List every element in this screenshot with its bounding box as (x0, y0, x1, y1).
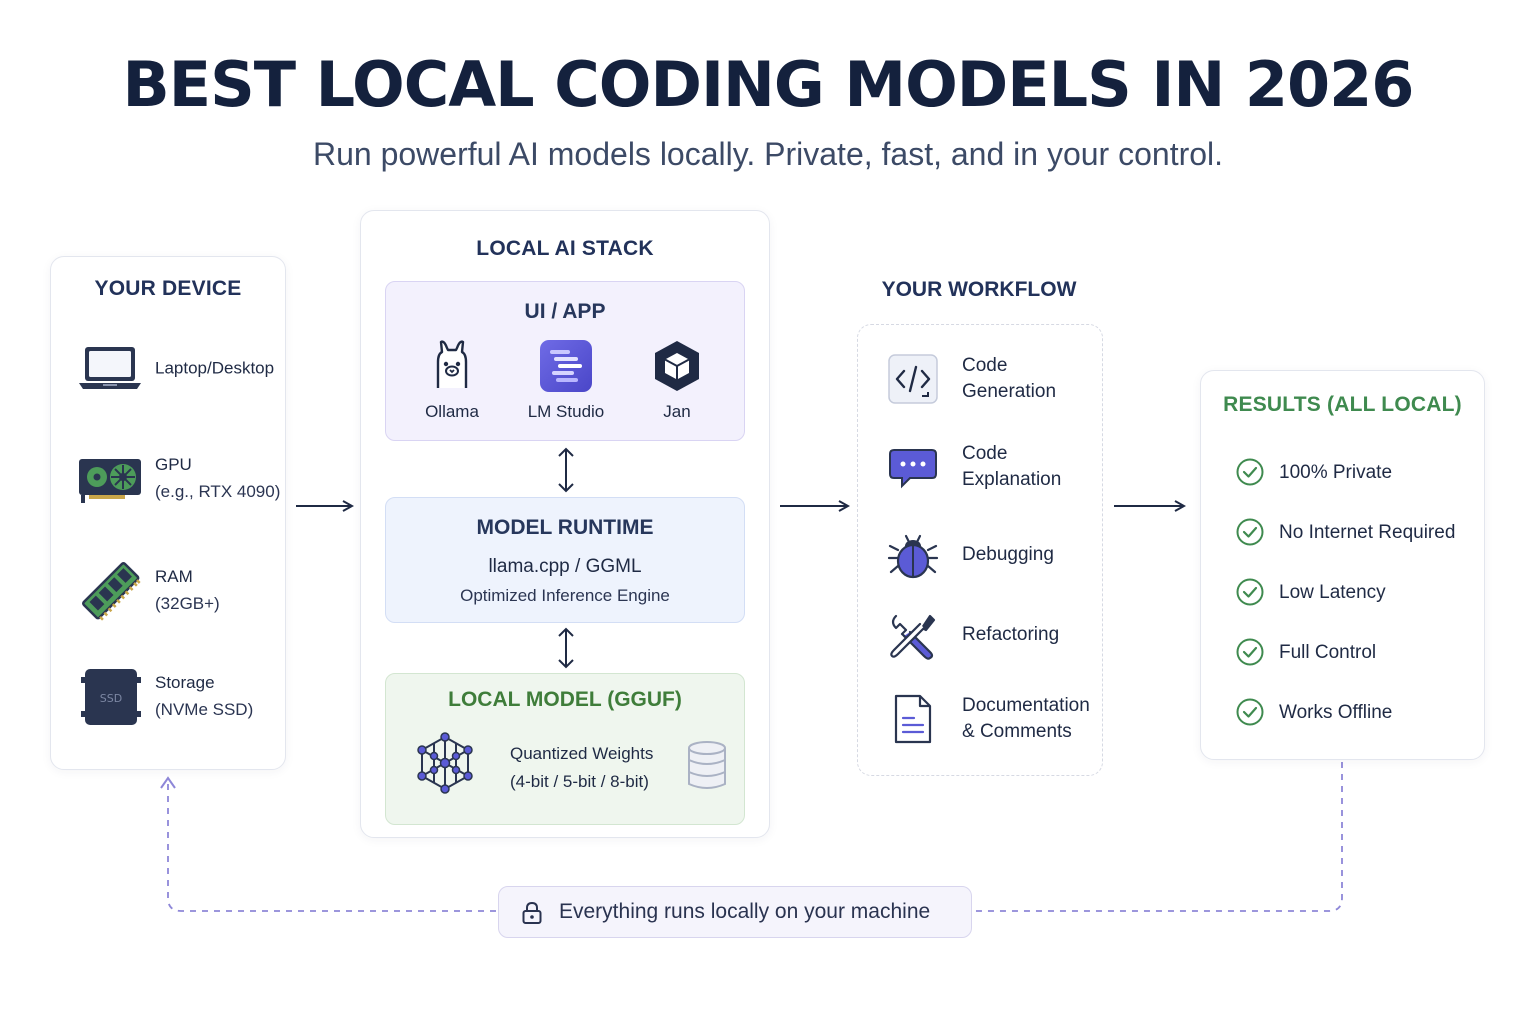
workflow-item-documentation: Documentation & Comments (886, 689, 1116, 749)
dashed-loop-left (167, 780, 496, 912)
document-icon (894, 694, 932, 744)
app-label: LM Studio (527, 402, 605, 421)
app-lm-studio: LM Studio (511, 338, 621, 422)
workflow-item-line1: Code (962, 443, 1008, 464)
result-item-label: Full Control (1279, 642, 1377, 663)
app-ollama: Ollama (397, 338, 507, 422)
ui-app-heading: UI / APP (524, 300, 606, 323)
footer-pill: Everything runs locally on your machine (498, 886, 972, 938)
stack-heading: LOCAL AI STACK (476, 237, 654, 260)
dashed-loop-right (974, 762, 1343, 912)
jan-cube-icon (655, 341, 699, 391)
workflow-item-line2: & Comments (962, 721, 1072, 742)
device-item-text: Laptop/Desktop (155, 355, 274, 382)
device-item-label: Storage (155, 673, 215, 692)
double-arrow-runtime-model (558, 627, 574, 669)
neural-network-icon (417, 732, 473, 794)
runtime-engine-desc: Optimized Inference Engine (460, 586, 670, 605)
workflow-item-line2: Explanation (962, 469, 1062, 490)
result-item: Full Control (1235, 637, 1495, 669)
ui-app-box: UI / APP Ollama (385, 281, 745, 441)
model-weights-detail: (4-bit / 5-bit / 8-bit) (510, 772, 649, 791)
check-circle-icon (1236, 578, 1264, 606)
model-runtime-box: MODEL RUNTIME llama.cpp / GGML Optimized… (385, 497, 745, 623)
runtime-engine-name: llama.cpp / GGML (488, 556, 642, 577)
ollama-llama-icon (436, 340, 468, 388)
app-label: Jan (663, 402, 691, 421)
device-item-label: GPU (155, 455, 192, 474)
result-item: Works Offline (1235, 697, 1495, 729)
device-panel: YOUR DEVICE Laptop/Desktop GPU (e.g., RT… (50, 256, 286, 770)
device-item-detail: (NVMe SSD) (155, 700, 254, 719)
chat-bubble-icon (889, 449, 937, 489)
workflow-item-refactoring: Refactoring (886, 605, 1116, 665)
runtime-heading: MODEL RUNTIME (476, 516, 654, 539)
workflow-item-text: Refactoring (962, 622, 1122, 648)
ssd-icon: SSD (81, 669, 141, 725)
model-heading: LOCAL MODEL (GGUF) (448, 688, 682, 711)
workflow-item-line1: Refactoring (962, 624, 1060, 645)
workflow-item-text: Code Explanation (962, 441, 1122, 493)
results-heading: RESULTS (ALL LOCAL) (1223, 393, 1462, 416)
ssd-icon-text: SSD (100, 692, 122, 705)
workflow-item-text: Documentation & Comments (962, 693, 1122, 745)
lm-studio-icon (540, 340, 592, 392)
device-item-label: RAM (155, 567, 193, 586)
page-title: BEST LOCAL CODING MODELS IN 2026 (122, 48, 1415, 121)
check-circle-icon (1236, 638, 1264, 666)
workflow-panel: Code Generation Code Explanation Debuggi… (857, 324, 1103, 776)
app-jan: Jan (622, 338, 732, 422)
workflow-item-text: Debugging (962, 542, 1122, 568)
model-weights-label: Quantized Weights (510, 744, 654, 763)
result-item: No Internet Required (1235, 517, 1495, 549)
check-circle-icon (1236, 458, 1264, 486)
footer-text: Everything runs locally on your machine (559, 900, 931, 923)
check-circle-icon (1236, 698, 1264, 726)
device-item-text: GPU (e.g., RTX 4090) (155, 451, 280, 505)
workflow-item-line1: Code (962, 355, 1008, 376)
laptop-icon (79, 347, 141, 389)
workflow-item-line1: Debugging (962, 544, 1054, 565)
result-item-label: No Internet Required (1279, 522, 1456, 543)
check-circle-icon (1236, 518, 1264, 546)
workflow-item-line1: Documentation (962, 695, 1090, 716)
results-panel: RESULTS (ALL LOCAL) 100% Private No Inte… (1200, 370, 1485, 760)
result-item-label: 100% Private (1279, 462, 1393, 483)
device-item-gpu: GPU (e.g., RTX 4090) (75, 443, 295, 513)
stack-panel: LOCAL AI STACK UI / APP Ollama (360, 210, 770, 838)
workflow-item-code-generation: Code Generation (886, 349, 1116, 409)
ram-icon (82, 562, 141, 621)
bug-icon (887, 534, 939, 579)
device-item-storage: SSD Storage (NVMe SSD) (75, 661, 295, 731)
result-item: 100% Private (1235, 457, 1495, 489)
device-item-text: RAM (32GB+) (155, 563, 220, 617)
workflow-item-line2: Generation (962, 381, 1057, 402)
database-icon (688, 741, 726, 789)
page-subtitle: Run powerful AI models locally. Private,… (312, 136, 1224, 172)
device-item-detail: (32GB+) (155, 594, 220, 613)
workflow-heading: YOUR WORKFLOW (881, 278, 1077, 301)
app-label: Ollama (425, 402, 479, 421)
device-item-label: Laptop/Desktop (155, 358, 275, 378)
device-item-laptop: Laptop/Desktop (75, 333, 295, 403)
result-item-label: Works Offline (1279, 702, 1393, 723)
code-icon (888, 354, 938, 404)
device-item-ram: RAM (32GB+) (75, 555, 295, 625)
workflow-item-code-explanation: Code Explanation (886, 437, 1116, 497)
result-item-label: Low Latency (1279, 582, 1386, 603)
local-model-box: LOCAL MODEL (GGUF) Quanti (385, 673, 745, 825)
dashed-loop-arrowhead (160, 776, 176, 789)
device-item-text: Storage (NVMe SSD) (155, 669, 253, 723)
gpu-icon (79, 459, 141, 503)
workflow-item-debugging: Debugging (886, 525, 1116, 585)
model-weights-text: Quantized Weights (4-bit / 5-bit / 8-bit… (510, 740, 653, 796)
double-arrow-ui-runtime (558, 447, 574, 493)
workflow-item-text: Code Generation (962, 353, 1122, 405)
lock-icon (522, 901, 542, 924)
tools-icon (890, 614, 936, 660)
device-item-detail: (e.g., RTX 4090) (155, 482, 281, 501)
result-item: Low Latency (1235, 577, 1495, 609)
device-heading: YOUR DEVICE (94, 277, 242, 300)
